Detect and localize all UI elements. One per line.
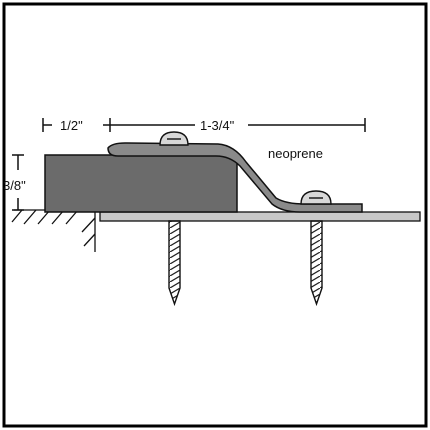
wood-screw-icon xyxy=(310,220,323,307)
dimension-one-three-quarter-inch xyxy=(110,118,366,132)
dimension-label-three-eighth-inch: 3/8" xyxy=(3,178,26,193)
wood-screw-icon xyxy=(168,220,181,307)
floor-plate xyxy=(99,211,421,222)
dimension-label-half-inch: 1/2" xyxy=(60,118,83,133)
screw-head-icon xyxy=(300,190,332,205)
material-label: neoprene xyxy=(268,146,323,161)
screw-head-icon xyxy=(159,131,189,146)
neoprene-strip xyxy=(107,142,363,213)
dimension-label-one-three-quarter-inch: 1-3/4" xyxy=(200,118,235,133)
threshold-block xyxy=(44,154,238,213)
